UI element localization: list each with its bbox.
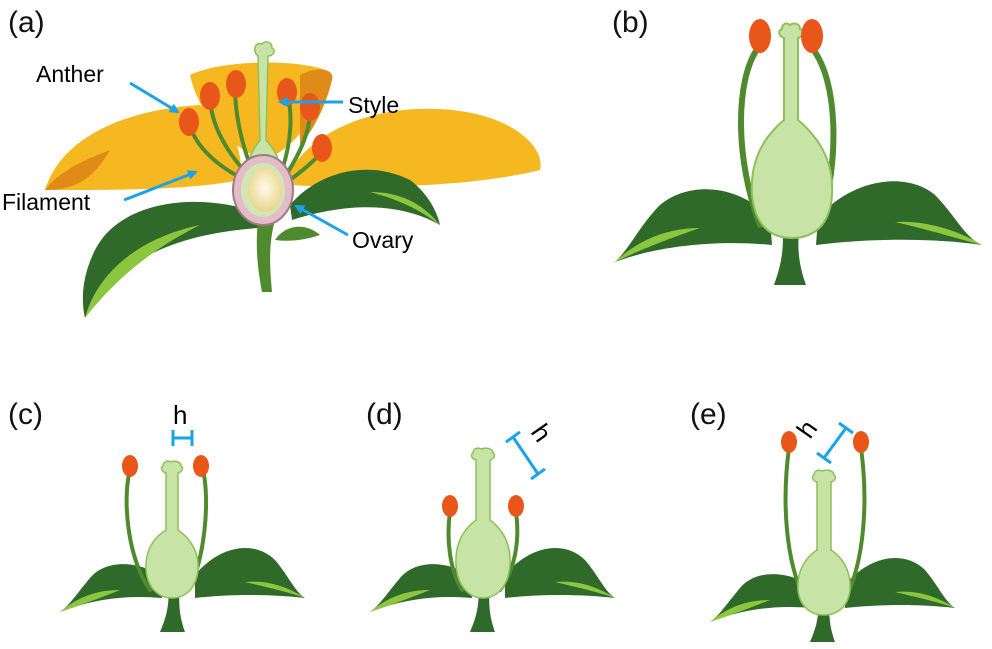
panel-c-flower (60, 430, 305, 632)
panel-c-h-label: h (173, 400, 187, 430)
panel-e-flower (710, 421, 955, 642)
style-label: Style (348, 92, 399, 118)
panel-a-flower (45, 41, 541, 318)
anther-arrow (129, 81, 180, 114)
panel-a-label: (a) (8, 6, 45, 39)
panel-c-label: (c) (8, 398, 43, 431)
filament-arrow (123, 170, 198, 202)
panel-c-h-marker (171, 430, 194, 446)
ovary-arrow (294, 204, 349, 237)
ovary-label: Ovary (352, 227, 414, 253)
panel-b-flower (615, 19, 982, 285)
panel-e-h-marker (816, 421, 854, 465)
panel-d-h-marker (505, 430, 546, 481)
panel-d-label: (d) (366, 398, 403, 431)
anther-label: Anther (36, 61, 104, 87)
panel-b-label: (b) (612, 6, 649, 39)
panel-e-label: (e) (690, 398, 727, 431)
panel-d-flower (370, 430, 615, 632)
panel-a-arrows (123, 81, 349, 237)
filament-label: Filament (2, 189, 91, 215)
panel-d-h-label: h (525, 418, 558, 447)
